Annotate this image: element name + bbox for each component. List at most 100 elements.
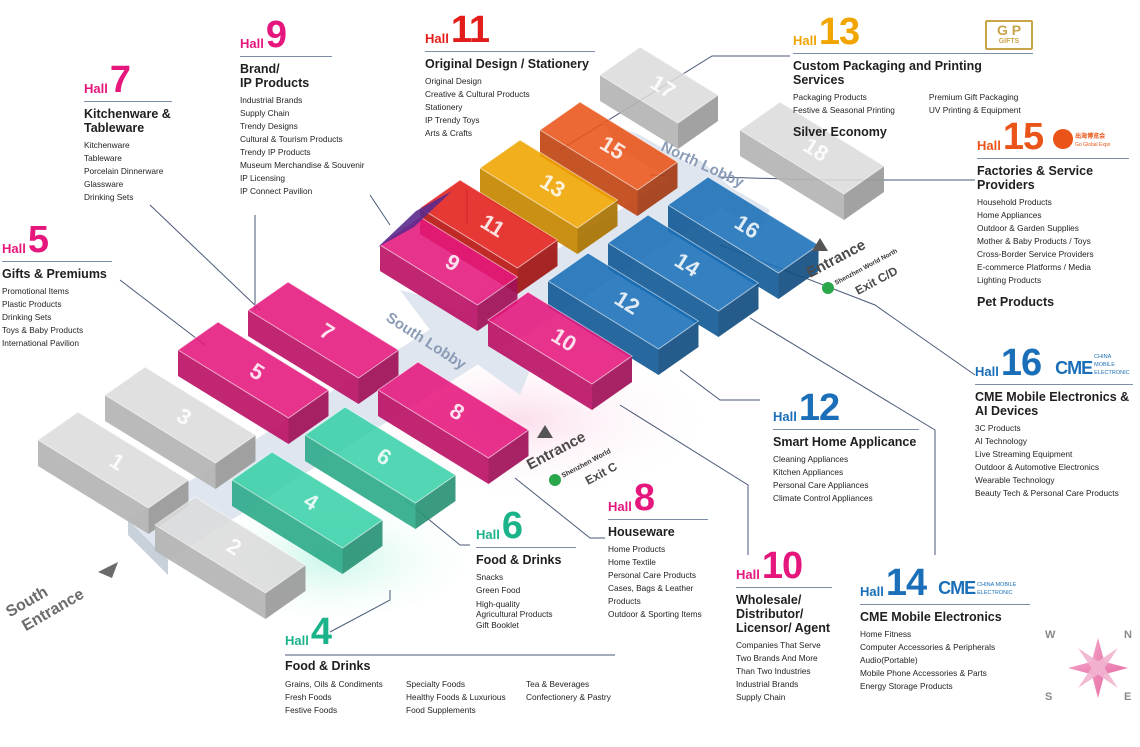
hall-item: Cases, Bags & Leather (608, 583, 694, 593)
hall-number: 16 (1000, 342, 1042, 384)
hall-block-12: 12 (547, 252, 700, 375)
hall-item: Home Fitness (860, 629, 912, 639)
hall-word: Hall (793, 33, 817, 48)
hall-item: Drinking Sets (84, 192, 134, 202)
hall-block-13: 13 (479, 139, 619, 254)
hall-word: Hall (425, 31, 449, 46)
hall-block-6: 6 (304, 406, 457, 529)
hall-item: Beauty Tech & Personal Care Products (975, 488, 1119, 498)
hall-item: Snacks (476, 572, 504, 582)
hall-item: Live Streaming Equipment (975, 449, 1073, 459)
hall-title-3: Licensor/ Agent (736, 621, 830, 635)
hall-title: Gifts & Premiums (2, 267, 107, 281)
hall-item: Cultural & Tourism Products (240, 134, 343, 144)
hall-number: 8 (633, 477, 655, 519)
hall-block-16: 16 (667, 176, 820, 299)
hall-item: Cross-Border Service Providers (977, 249, 1094, 259)
hall-item: Agricultural Products (476, 609, 553, 619)
hall-title-2: IP Products (240, 76, 310, 90)
hall-item: Healthy Foods & Luxurious (406, 692, 506, 702)
hall-number: 15 (1002, 116, 1044, 158)
hall-number: 9 (265, 14, 287, 56)
hall-item: Trendy Designs (240, 121, 298, 131)
hall-title: Smart Home Applicance (773, 435, 917, 449)
hall-title: Factories & Service (977, 164, 1094, 178)
hall-item: Creative & Cultural Products (425, 89, 530, 99)
hall-item: Fresh Foods (285, 692, 332, 702)
hall-item: Wearable Technology (975, 475, 1055, 485)
hall-item: Cleaning Appliances (773, 454, 849, 464)
hall-word: Hall (860, 584, 884, 599)
hall-item: Companies That Serve (736, 640, 821, 650)
hall-item: IP Connect Pavilion (240, 186, 313, 196)
hall-item: Home Products (608, 544, 666, 554)
hall-title: Custom Packaging and Printing Services (793, 59, 982, 87)
hall-item: Grains, Oils & Condiments (285, 679, 383, 689)
hall-title: Wholesale/ (736, 593, 802, 607)
cme-logo-sub: CHINA MOBILE ELECTRONIC (977, 582, 1017, 596)
hall-block-4: 4 (231, 451, 384, 574)
hall-item: Confectionery & Pastry (526, 692, 611, 702)
hall-title: Food & Drinks (476, 553, 562, 567)
hall-item: Outdoor & Automotive Electronics (975, 462, 1100, 472)
hall-item: UV Printing & Equipment (928, 105, 1021, 115)
hall-item: Trendy IP Products (240, 147, 311, 157)
hall-item: Home Appliances (977, 210, 1042, 220)
hall-item: Personal Care Products (608, 570, 697, 580)
hall-item: Packaging Products (793, 92, 867, 102)
hall-item: Outdoor & Sporting Items (608, 609, 702, 619)
hall-item: Original Design (425, 76, 482, 86)
hall-item: IP Licensing (240, 173, 286, 183)
hall-number: 11 (450, 9, 490, 51)
hall-item: Arts & Crafts (425, 128, 473, 138)
hall-item: Audio(Portable) (860, 655, 918, 665)
cme-logo-icon: CME (1055, 358, 1093, 378)
hall-title: Houseware (608, 525, 675, 539)
compass-s: S (1045, 691, 1052, 703)
hall-word: Hall (773, 409, 797, 424)
hall-item: Than Two Industries (736, 666, 811, 676)
hall-item: Tableware (84, 153, 122, 163)
hall-item: AI Technology (975, 436, 1027, 446)
hall-item: Specialty Foods (406, 679, 466, 689)
hall-item: Supply Chain (240, 108, 290, 118)
hall-item: Mobile Phone Accessories & Parts (860, 668, 987, 678)
metro-icon (549, 474, 561, 486)
compass-rose: N E S W (1045, 629, 1132, 703)
hall-item: Home Textile (608, 557, 656, 567)
hall-item: Climate Control Appliances (773, 493, 873, 503)
hall-block-18: 18 (739, 101, 885, 220)
hall-word: Hall (975, 364, 999, 379)
hall-block-17: 17 (599, 46, 719, 149)
hall-word: Hall (285, 633, 309, 648)
hall-item: Festive Foods (285, 705, 338, 715)
hall-word: Hall (2, 241, 26, 256)
hall-item: Plastic Products (2, 299, 62, 309)
hall-word: Hall (476, 527, 500, 542)
compass-e: E (1124, 691, 1131, 703)
hall-title-2: Distributor/ (736, 607, 804, 621)
hall-block-7: 7 (247, 281, 400, 404)
hall-block-1: 1 (37, 411, 190, 534)
hall-subtitle: Silver Economy (793, 125, 887, 139)
south-entrance-arrow-icon (98, 562, 118, 578)
compass-n: N (1124, 629, 1132, 641)
hall-item: Computer Accessories & Peripherals (860, 642, 996, 652)
hall-item: Drinking Sets (2, 312, 52, 322)
hall-item: Festive & Seasonal Printing (793, 105, 895, 115)
hall-item: Mother & Baby Products / Toys (977, 236, 1091, 246)
hall-item: Museum Merchandise & Souvenir (240, 160, 365, 170)
hall-item: Lighting Products (977, 275, 1042, 285)
hall-title: Brand/ (240, 62, 280, 76)
hall-title: Kitchenware & (84, 107, 171, 121)
